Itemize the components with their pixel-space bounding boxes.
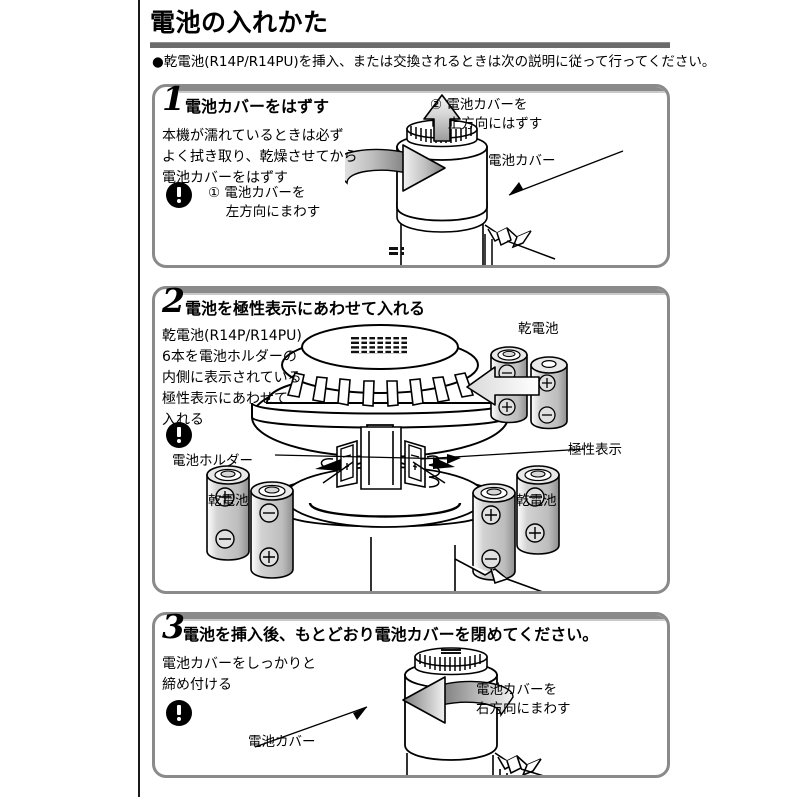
step-3-heading: 電池を挿入後、もとどおり電池カバーを閉めてください。 <box>183 625 599 644</box>
step-1-heading: 電池カバーをはずす <box>185 97 330 116</box>
step-2-label-dry-battery-right: 乾電池 <box>516 493 557 509</box>
step-2-panel <box>152 286 670 594</box>
step-3-label-battery-cover: 電池カバー <box>248 734 316 750</box>
step-3-topbar <box>179 615 667 621</box>
left-margin-rule <box>138 0 140 797</box>
step-2-topbar <box>179 289 667 295</box>
step-2-label-polarity-mark: 極性表示 <box>568 442 622 458</box>
step-2-label-battery-holder: 電池ホルダー <box>172 453 253 469</box>
exclamation-icon <box>166 422 192 448</box>
intro-text: ●乾電池(R14P/R14PU)を挿入、または交換されるときは次の説明に従って行… <box>152 54 716 70</box>
step-2-heading: 電池を極性表示にあわせて入れる <box>185 299 426 318</box>
step-3-panel <box>152 612 670 778</box>
step-3-leader-line <box>254 706 368 748</box>
step-1-leader-line <box>508 150 624 196</box>
step-1-label-battery-cover: 電池カバー <box>488 153 556 169</box>
step-1-topbar <box>179 87 667 93</box>
step-2-label-dry-battery-left: 乾電池 <box>208 493 249 509</box>
exclamation-icon <box>166 182 192 208</box>
step-1-panel <box>152 84 670 268</box>
step-1-illustration <box>345 89 667 265</box>
step-1-body: 本機が濡れているときは必ず よく拭き取り、乾燥させてから 電池カバーをはずす <box>162 128 358 186</box>
step-3-callout-turn-right: 電池カバーを 右方向にまわす <box>476 682 571 717</box>
step-3-body: 電池カバーをしっかりと 締め付ける <box>162 656 316 693</box>
step-2-label-dry-battery-top: 乾電池 <box>518 321 559 337</box>
step-2-illustration <box>155 307 667 591</box>
step-3-illustration <box>345 645 667 775</box>
page-title: 電池の入れかた <box>150 8 329 37</box>
step-2-body: 乾電池(R14P/R14PU) 6本を電池ホルダーの 内側に表示されている 極性… <box>162 328 302 428</box>
step-2-number: 2 <box>162 281 185 320</box>
step-1-number: 1 <box>162 79 185 118</box>
step-1-callout-turn-left: ① 電池カバーを 左方向にまわす <box>208 185 321 220</box>
exclamation-icon <box>166 700 192 726</box>
step-3-number: 3 <box>162 607 185 646</box>
step-1-callout-pull-up: ② 電池カバーを 上方向にはずす <box>430 97 543 132</box>
title-underline-rule <box>150 42 670 48</box>
